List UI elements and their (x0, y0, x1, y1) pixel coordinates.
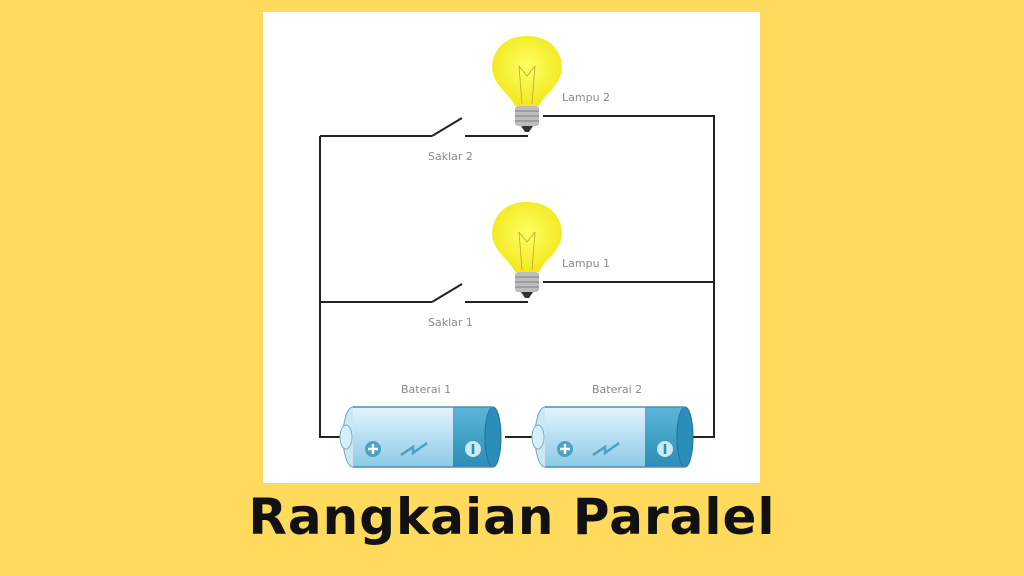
switch-1-lever[interactable] (431, 283, 463, 303)
switch-1-label: Saklar 1 (428, 316, 473, 329)
battery-1-label: Baterai 1 (401, 383, 451, 396)
lamp-1-label: Lampu 1 (562, 257, 610, 270)
wire-right (543, 115, 715, 438)
switch-2-lever[interactable] (431, 117, 463, 137)
switch-2-label: Saklar 2 (428, 150, 473, 163)
page-title: Rangkaian Paralel (248, 488, 776, 546)
lamp-2-bulb-icon (491, 35, 563, 133)
wire-left (319, 136, 345, 438)
wires (319, 115, 715, 438)
lamp-2-label: Lampu 2 (562, 91, 610, 104)
battery-2-icon (530, 405, 695, 469)
battery-2-label: Baterai 2 (592, 383, 642, 396)
lamp-1-bulb-icon (491, 201, 563, 299)
battery-1-icon (338, 405, 503, 469)
